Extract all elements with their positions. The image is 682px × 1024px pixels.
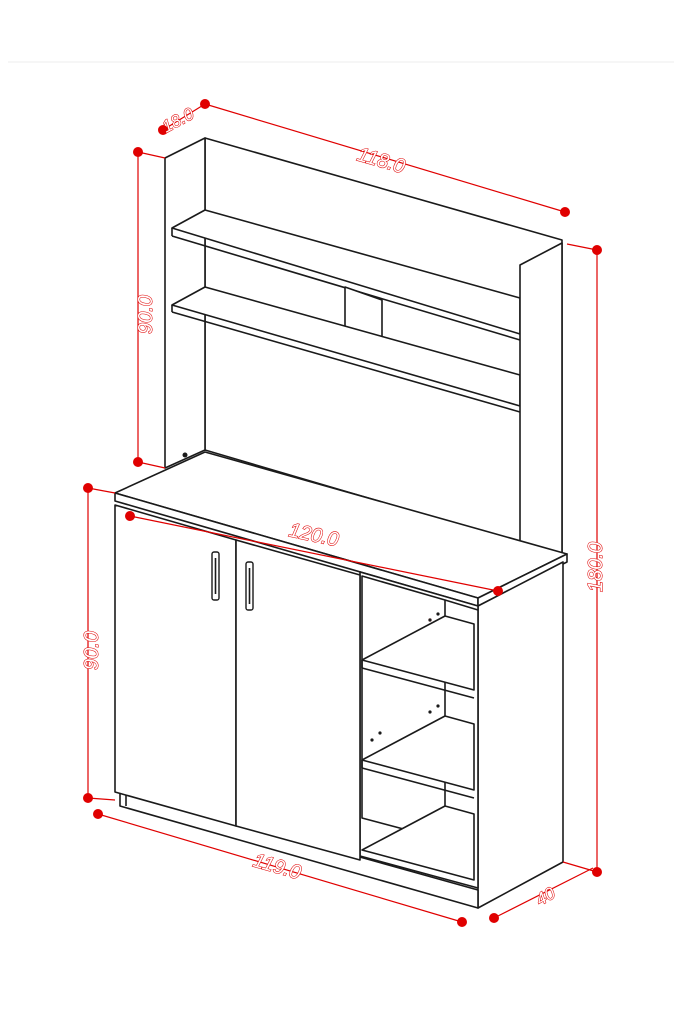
label-top-width: 118.0 — [355, 144, 408, 179]
label-top-height: 90.0 — [135, 295, 157, 334]
upper-hutch — [164, 137, 563, 576]
lower-cabinet — [114, 504, 564, 909]
cabinet-right-side — [477, 561, 564, 909]
compartment-shelf-2 — [361, 715, 475, 791]
compartment-back — [361, 575, 446, 841]
handle-right-icon[interactable] — [245, 561, 254, 611]
handle-left-icon[interactable] — [211, 551, 220, 601]
hinge-hole — [182, 452, 188, 458]
compartment-shelf-1 — [361, 615, 475, 691]
compartment-bottom — [361, 805, 475, 881]
label-total-height: 180.0 — [585, 542, 607, 592]
door-right[interactable] — [235, 539, 361, 861]
hutch-right-side — [519, 242, 563, 576]
dimension-lines — [83, 99, 602, 927]
label-top-depth: 18.0 — [159, 104, 198, 137]
label-bottom-height: 90.0 — [81, 631, 103, 670]
